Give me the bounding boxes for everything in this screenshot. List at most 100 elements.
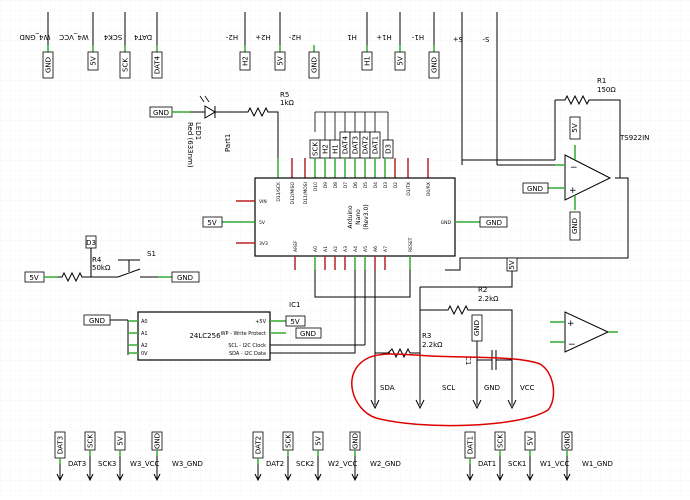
arduino-5v-tag (202, 216, 223, 228)
h1-plus-label: H1+ (376, 33, 392, 41)
led-ref: LED1 (194, 122, 202, 140)
led-diode-icon (190, 105, 240, 119)
bottom-connector-arrow-icon (563, 456, 571, 482)
led-value: Red (633nm) (186, 122, 194, 168)
eeprom-i2c-wires (270, 344, 300, 354)
w4-vcc-label: W4_VCC (59, 33, 89, 41)
arduino-top-net-text: DAT2 (362, 136, 370, 154)
switch-d3-text: D3 (86, 239, 96, 247)
arduino-left-pin-label: 3V3 (259, 241, 268, 247)
i2c-gnd-label: GND (484, 384, 500, 392)
top-net-tag (308, 51, 320, 79)
eeprom-left-pin-label: A1 (141, 331, 148, 337)
r1-ref: R1 (597, 77, 606, 85)
switch-group: D3 R4 50kΩ 5V S1 GND (24, 235, 200, 283)
h1-label: H1 (347, 33, 357, 41)
eeprom-right-pin-label: SCL - I2C Clock (228, 343, 266, 349)
r2-5v-text: 5V (508, 260, 516, 269)
c1-ref: C1 (464, 356, 472, 365)
arduino-bottom-pin-label: A4 (353, 246, 359, 252)
arduino-bottom-pin-label: A5 (363, 246, 369, 252)
opamp-gnd-bottom-tag (569, 211, 581, 241)
r4-ref: R4 (92, 256, 102, 264)
opamp2-plus-sign: + (567, 319, 575, 329)
bottom-connector-arrow-icon (153, 456, 161, 482)
arduino-body (254, 177, 456, 257)
opamp-ref: TS922IN (619, 134, 649, 142)
eeprom-power-pins (270, 320, 286, 334)
arduino-top-net-text: D3 (385, 144, 393, 154)
bottom-connector-label: SCK1 (508, 460, 526, 468)
arduino-bottom-wires (300, 270, 513, 405)
top-net-text: 5V (397, 56, 405, 65)
r1-value: 150Ω (597, 86, 616, 94)
bottom-connector-label: W3_GND (172, 460, 203, 468)
eeprom-body (137, 311, 271, 361)
i2c-scl-label: SCL (442, 384, 455, 392)
arduino-top-net-text: SCK (312, 142, 320, 156)
bottom-connector-label: W1_VCC (540, 460, 570, 468)
eeprom-right-pin-label: SDA - I2C Data (229, 351, 266, 357)
arduino-top-pin-label: D8 (333, 182, 339, 188)
bottom-connector-arrow-icon (351, 456, 359, 482)
opamp-triangle-icon (564, 154, 612, 201)
arduino-bottom-pin-label: A6 (373, 246, 379, 252)
opamp2-group: + − (550, 311, 618, 353)
top-net-tag (361, 51, 373, 71)
red-highlight-circle (351, 353, 555, 427)
opamp-gnd-left-text: GND (527, 185, 543, 193)
r3-ref: R3 (422, 332, 431, 340)
c1-capacitor-icon (476, 341, 512, 405)
bottom-net-text: GND (352, 433, 360, 449)
opamp-gnd-bottom-text: GND (571, 218, 579, 234)
r4-value: 50kΩ (92, 264, 111, 272)
bottom-connector-label: W2_GND (370, 460, 401, 468)
dat4-label: DAT4 (133, 33, 152, 41)
led-group: GND LED1 Red (633nm) R5 1kΩ Part1 (149, 91, 295, 175)
switch-gnd-tag (171, 271, 200, 283)
bottom-net-text: DAT1 (467, 436, 475, 454)
bottom-connector-arrow-icon (86, 456, 94, 482)
pullup-group: R2 2.2kΩ R3 2.2kΩ 5V GND C1 (387, 257, 518, 405)
h2-plus-label: H2+ (255, 33, 271, 41)
arduino-top-net-text: H1 (332, 144, 340, 154)
sensor-wires (445, 50, 629, 271)
bottom-net-text: SCK (497, 434, 505, 448)
top-net-tag (119, 51, 131, 79)
opamp2-triangle-icon (564, 311, 610, 353)
s-plus-label: S+ (453, 35, 463, 43)
top-net-tag (151, 51, 163, 79)
top-net-tag (394, 51, 406, 71)
arduino-top-pin-label: D10 (313, 182, 319, 191)
bottom-net-text: DAT2 (255, 436, 263, 454)
arduino-top-pins (277, 158, 429, 178)
arduino-5v-text: 5V (207, 219, 216, 227)
led-light-rays-icon (199, 95, 210, 103)
top-net-text: H1 (364, 56, 372, 66)
switch-5v-text: 5V (29, 274, 38, 282)
eeprom-right-pin-label: +5V (255, 319, 266, 325)
arduino-rev: (Rev3.0) (363, 204, 370, 229)
s-minus-label: S- (482, 35, 489, 43)
arduino-top-pin-label: D2 (393, 182, 399, 188)
bottom-net-text: 5V (527, 436, 535, 445)
top-connector-wires (47, 12, 498, 50)
arduino-top-pin-label: D5 (363, 182, 369, 188)
top-net-text: DAT4 (154, 55, 162, 74)
i2c-pin-arrows-icon (370, 399, 517, 410)
h2-minus2-label: H2- (288, 33, 301, 41)
bottom-net-text: 5V (117, 436, 125, 445)
arduino-bottom-pin-label: A0 (313, 246, 319, 252)
opamp-minus-sign: − (570, 163, 578, 173)
bottom-net-text: DAT3 (57, 436, 65, 454)
bottom-connector-arrow-icon (496, 456, 504, 482)
h1-minus-label: H1- (411, 33, 424, 41)
bottom-connector-label: DAT2 (266, 460, 284, 468)
top-net-text: GND (45, 57, 53, 73)
top-net-text: H2 (242, 56, 250, 66)
opamp-gnd-left-tag (522, 182, 549, 194)
